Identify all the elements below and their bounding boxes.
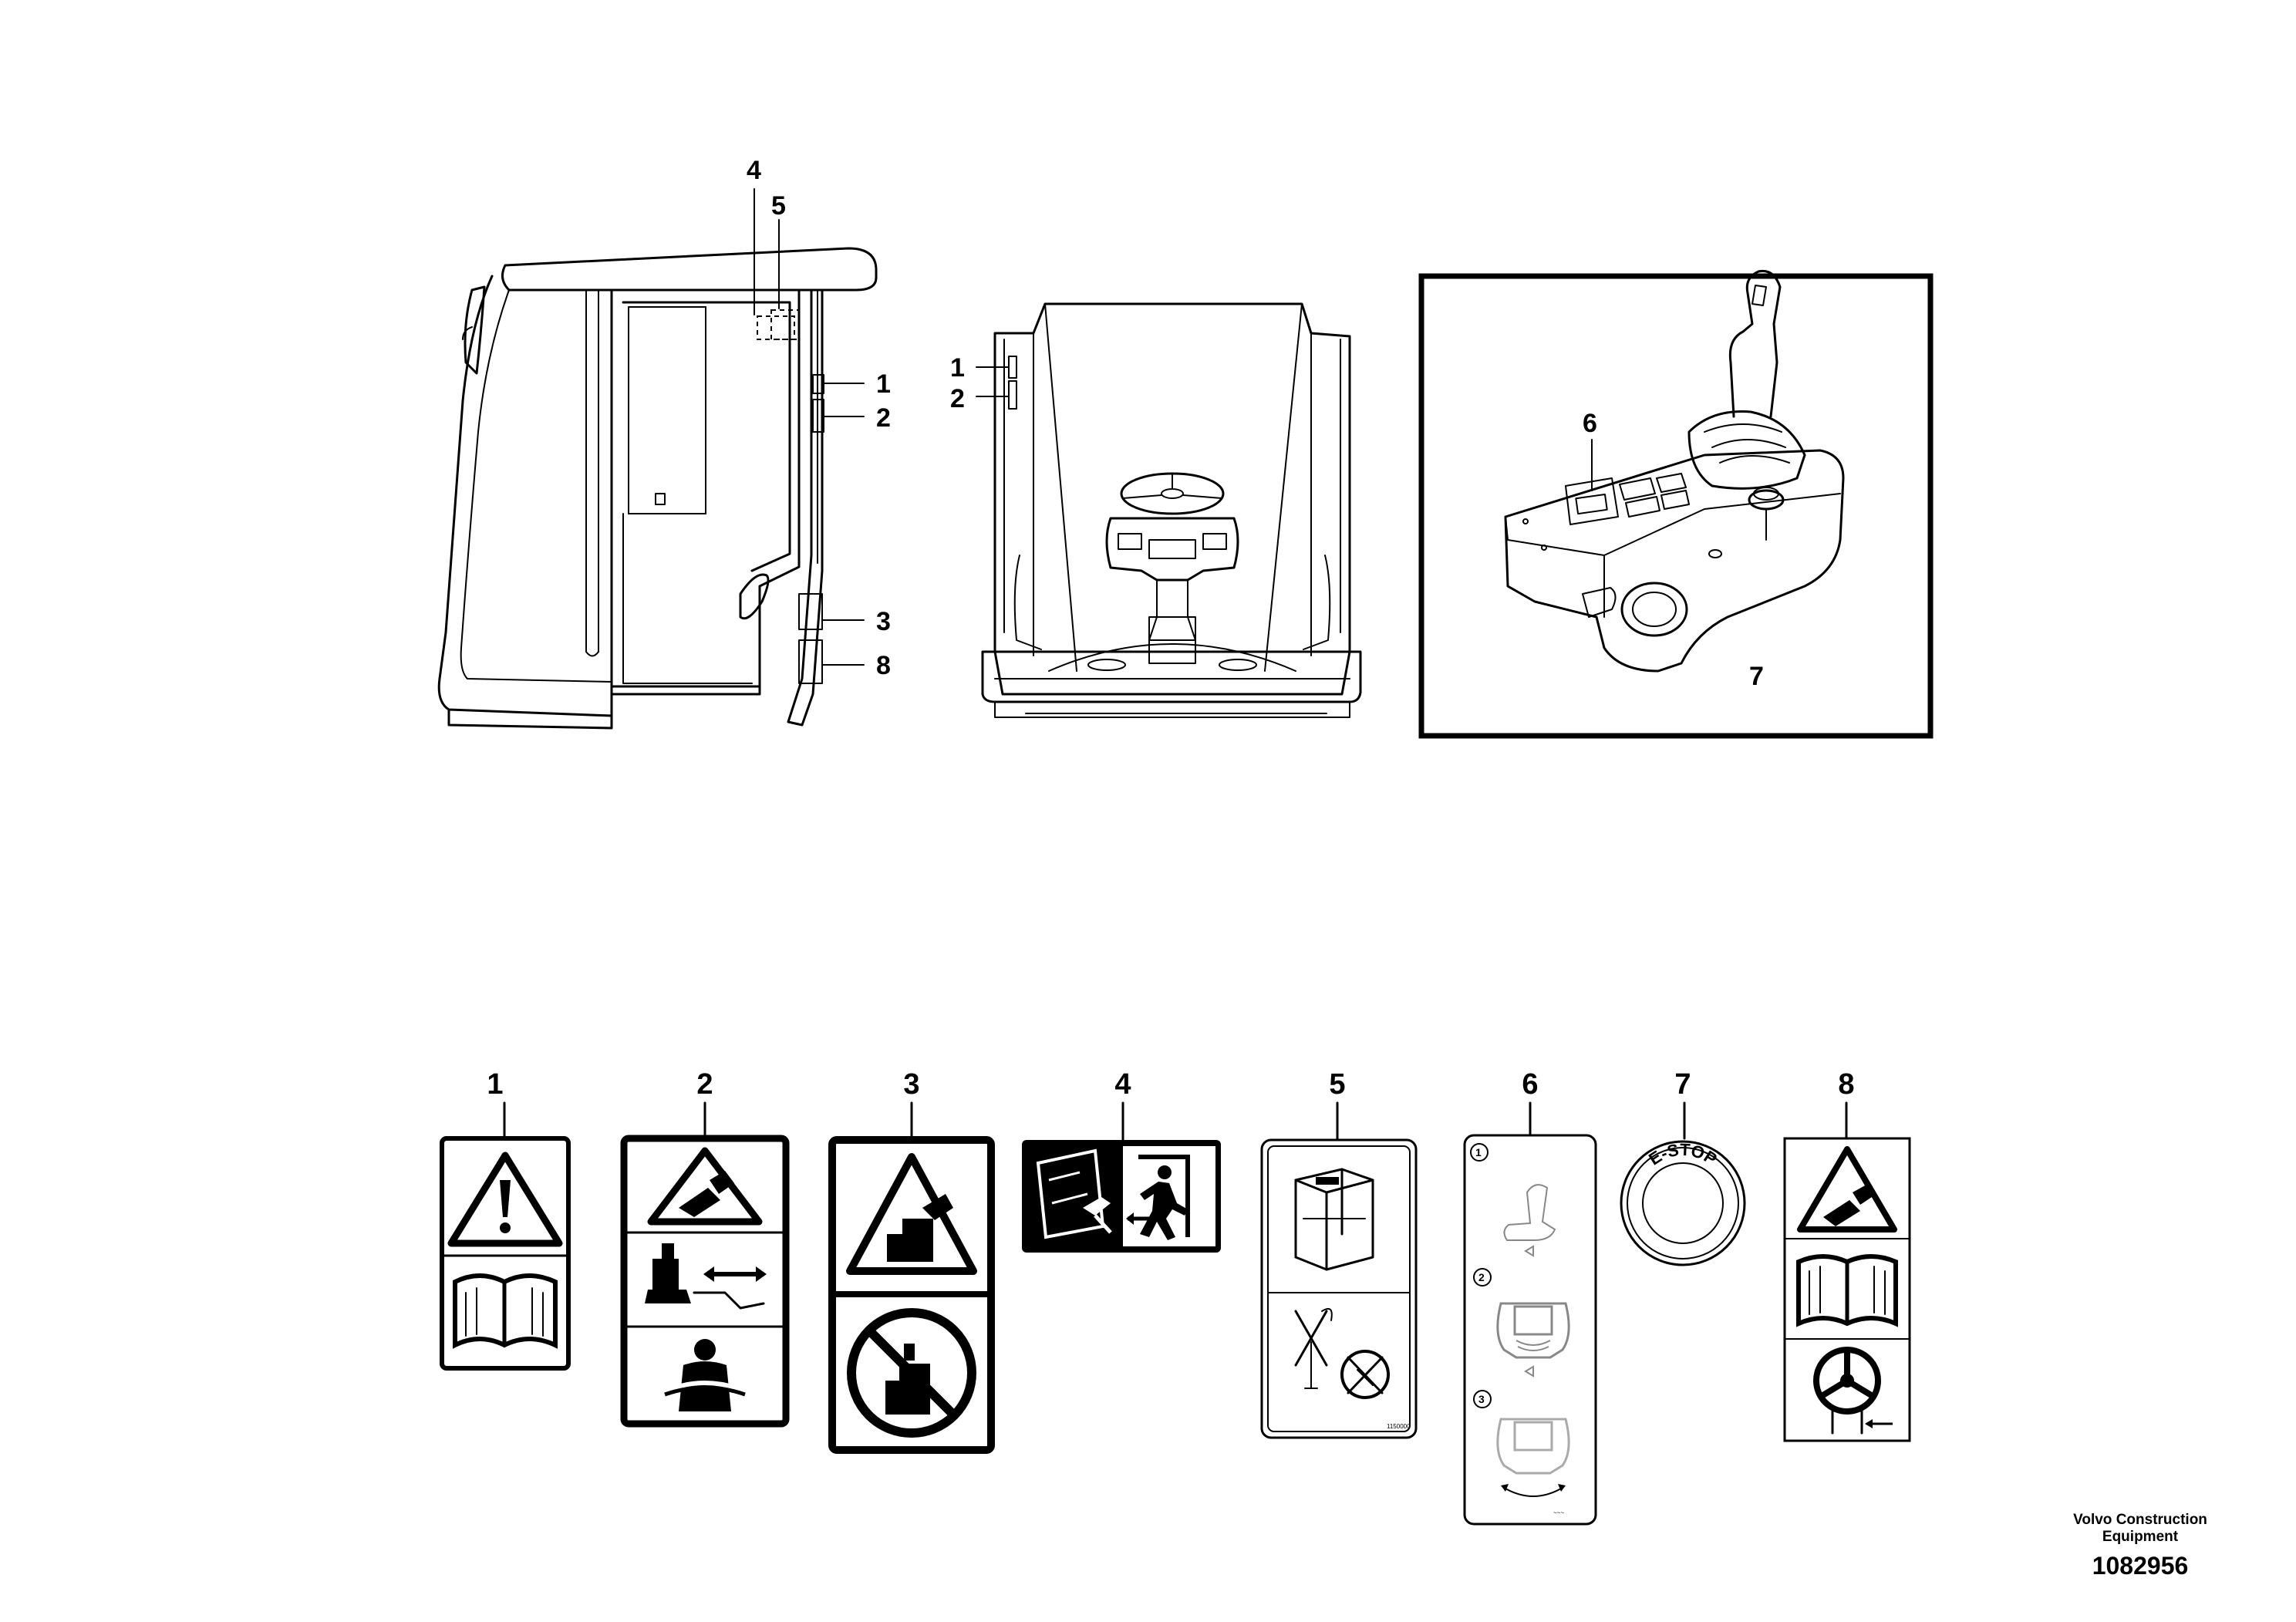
callout-side-5: 5: [771, 191, 786, 221]
seatbelt-icon: [664, 1339, 746, 1411]
decal-5: 5 1150000: [1260, 1068, 1418, 1439]
callout-side-4: 4: [747, 156, 761, 185]
decal-5-number: 5: [1329, 1068, 1345, 1101]
decal-4: 4: [1022, 1068, 1221, 1253]
callout-rear-1: 1: [950, 353, 965, 383]
decal-2-number: 2: [696, 1068, 713, 1101]
rollover-hazard-icon: [647, 1147, 763, 1226]
decal-6-step-2: 2: [1478, 1271, 1485, 1283]
callout-console-7: 7: [1749, 662, 1764, 691]
no-welding-no-drilling-icon: 1150000: [1294, 1308, 1411, 1430]
decal-6-step-1: 1: [1475, 1146, 1482, 1158]
rollover-hazard-icon: [1797, 1146, 1897, 1233]
callout-console-6: 6: [1583, 409, 1597, 438]
callout-side-2: 2: [876, 403, 891, 433]
part-number: 1082956: [2092, 1552, 2189, 1580]
console-detail-view: 6 7: [1418, 269, 1934, 739]
operator-manual-icon: [1796, 1254, 1898, 1327]
decal-7-number: 7: [1674, 1068, 1691, 1101]
decal-1: 1: [440, 1068, 571, 1371]
decal-3-number: 3: [903, 1068, 919, 1101]
callout-rear-2: 2: [950, 384, 965, 413]
emergency-window-hammer-icon: [1036, 1148, 1112, 1239]
machine-shift-icon: [645, 1243, 767, 1310]
decal-4-number: 4: [1114, 1068, 1131, 1101]
rops-frame-icon: [1294, 1168, 1374, 1271]
cab-rear-view: 1 2: [950, 302, 1362, 718]
callout-side-1: 1: [876, 369, 891, 399]
console-icon: [1496, 1302, 1570, 1378]
emergency-exit-icon: [1123, 1146, 1215, 1246]
decal-8-number: 8: [1838, 1068, 1854, 1101]
cab-side-view: 4 5 1 2 3 8: [437, 156, 891, 730]
decal-6-step-3: 3: [1478, 1393, 1485, 1405]
console-rotate-icon: ~~~: [1496, 1418, 1570, 1516]
decal-8: 8: [1783, 1068, 1911, 1442]
no-access-icon: [847, 1308, 976, 1438]
decal-6-number: 6: [1522, 1068, 1538, 1101]
decal-1-number: 1: [487, 1068, 503, 1101]
decal-7: 7 E-STOP: [1620, 1068, 1746, 1266]
seat-icon: [1503, 1184, 1556, 1257]
svg-text:~~~: ~~~: [1553, 1509, 1564, 1516]
svg-text:1150000: 1150000: [1387, 1423, 1411, 1430]
operator-manual-icon: [453, 1273, 558, 1349]
footer: Volvo Construction Equipment 1082956: [2055, 1512, 2225, 1580]
crush-hazard-icon: [846, 1153, 977, 1275]
callout-side-8: 8: [876, 651, 891, 680]
manufacturer-name: Volvo Construction Equipment: [2073, 1512, 2207, 1545]
steering-wheel-icon: [1813, 1347, 1893, 1435]
warning-triangle-icon: [447, 1152, 563, 1247]
decal-3: 3: [828, 1068, 995, 1454]
callout-side-3: 3: [876, 607, 891, 636]
decal-6: 6 1 2 3 ~~~: [1463, 1068, 1597, 1526]
decal-2: 2: [620, 1068, 790, 1428]
